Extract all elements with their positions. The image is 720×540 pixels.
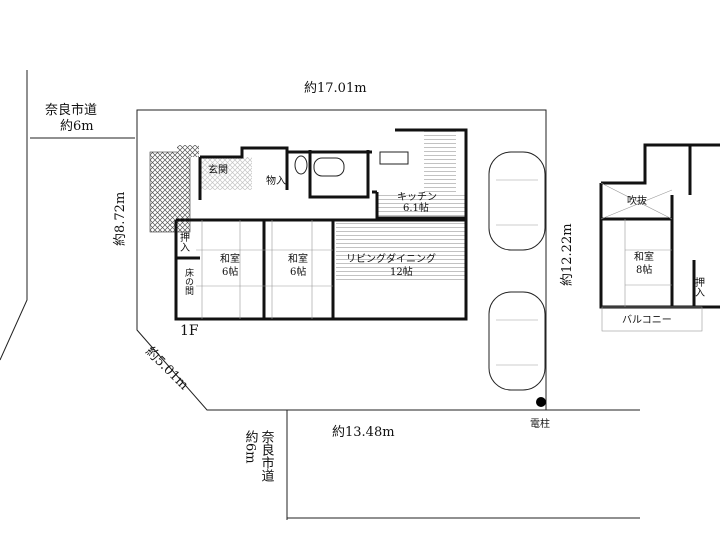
parking-car	[488, 151, 546, 251]
room-tokonoma: 床の間	[183, 267, 194, 296]
road-nw-name: 奈良市道	[45, 102, 97, 118]
road-s-name: 奈良市道	[259, 430, 275, 482]
floor1-labels: 玄関 物入 キッチン 6.1帖 リビングダイニング 12帖 和室 6帖 和室 6…	[178, 163, 438, 339]
room-washitsu2: 和室	[288, 252, 308, 265]
dimension-top: 約17.01m	[304, 81, 367, 96]
dimension-right: 約12.22m	[560, 223, 575, 286]
utility-pole-label: 電柱	[530, 417, 550, 430]
floor-label-1f: 1F	[180, 323, 199, 339]
room-closet-2f: 押入	[693, 276, 705, 297]
dimension-bottom: 約13.48m	[332, 425, 395, 440]
floor1-plan	[149, 128, 468, 321]
road-s-width: 約6m	[243, 430, 259, 464]
room-living: リビングダイニング	[346, 252, 436, 265]
road-lines	[0, 70, 640, 520]
utility-pole-marker	[536, 397, 546, 407]
room-storage: 物入	[266, 174, 286, 187]
room-kitchen-size: 6.1帖	[403, 201, 429, 214]
room-closet: 押入	[178, 231, 190, 252]
room-balcony: バルコニー	[622, 314, 672, 326]
room-kitchen: キッチン	[397, 191, 437, 203]
floor2-plan: 吹抜 和室 8帖 押入 バルコニー	[599, 143, 720, 332]
room-washitsu-2f: 和室	[634, 250, 654, 263]
room-living-size: 12帖	[390, 265, 413, 278]
room-washitsu1: 和室	[220, 252, 240, 265]
lot-boundary	[136, 109, 547, 411]
room-washitsu2-size: 6帖	[290, 265, 306, 278]
dimension-diagonal: 約5.01m	[142, 344, 191, 393]
dimension-left: 約8.72m	[113, 192, 128, 246]
road-nw-width: 約6m	[60, 119, 94, 134]
parking-car	[488, 291, 546, 391]
room-entrance: 玄関	[208, 163, 228, 176]
room-fukinuke: 吹抜	[627, 194, 647, 207]
room-washitsu1-size: 6帖	[222, 265, 238, 278]
room-washitsu-2f-size: 8帖	[636, 263, 652, 276]
